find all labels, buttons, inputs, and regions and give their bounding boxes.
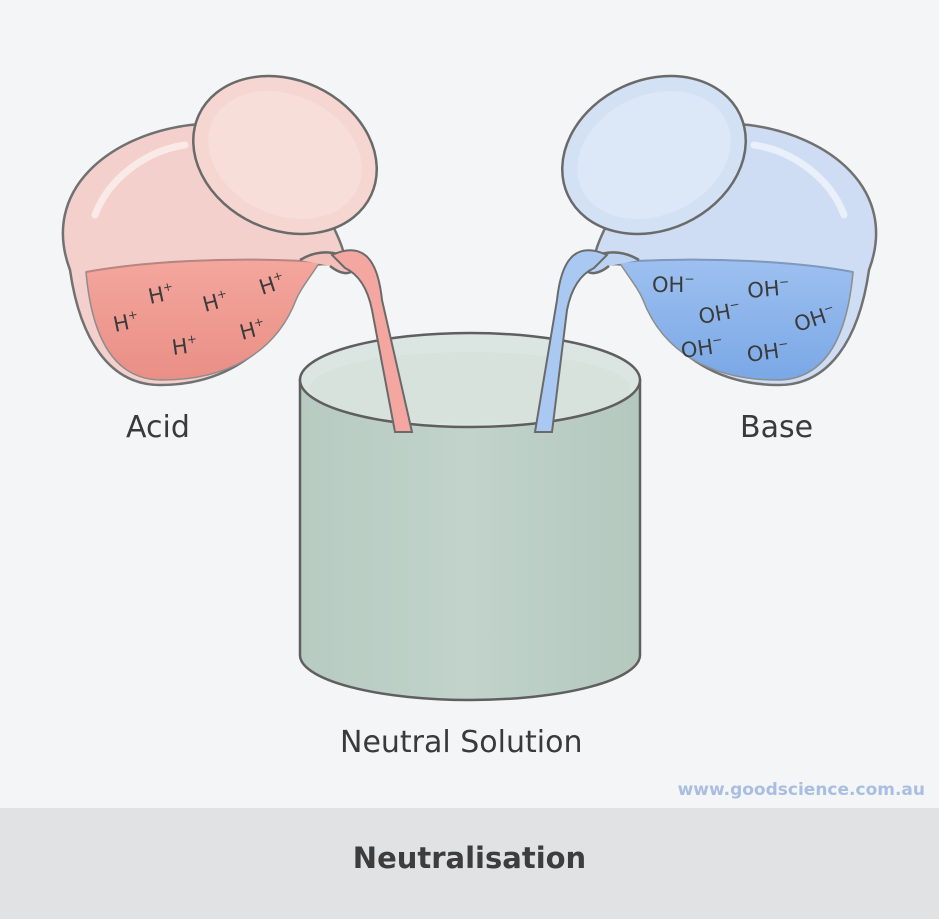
h-ion: H+ xyxy=(200,286,231,317)
acid-label: Acid xyxy=(126,410,190,445)
h-ion: H+ xyxy=(170,332,199,360)
oh-ion: OH− xyxy=(697,297,743,329)
svg-text:H+: H+ xyxy=(111,307,141,337)
h-ion: H+ xyxy=(237,314,268,345)
svg-text:OH−: OH− xyxy=(746,274,790,303)
svg-text:H+: H+ xyxy=(170,332,199,360)
h-ion: H+ xyxy=(256,268,288,300)
oh-ion: OH− xyxy=(746,274,790,303)
footer-title: Neutralisation xyxy=(352,841,587,875)
neutral-solution-label: Neutral Solution xyxy=(340,725,583,760)
oh-ion: OH− xyxy=(679,332,724,363)
oh-ion: OH− xyxy=(745,336,790,367)
acid-jug xyxy=(61,74,378,387)
svg-text:OH−: OH− xyxy=(652,272,694,297)
source-credit: www.goodscience.com.au xyxy=(677,780,925,800)
svg-text:H+: H+ xyxy=(200,286,231,317)
base-jug xyxy=(561,74,878,387)
base-ions: OH− OH− OH− OH− OH− OH− xyxy=(652,272,835,367)
base-label: Base xyxy=(740,410,814,445)
h-ion: H+ xyxy=(111,307,141,337)
acid-ions: H+ H+ H+ H+ H+ H+ xyxy=(111,268,288,360)
svg-text:OH−: OH− xyxy=(745,336,790,367)
svg-text:H+: H+ xyxy=(146,279,176,309)
acid-pour-stream xyxy=(330,249,414,433)
neutralisation-diagram: H+ H+ H+ H+ H+ H+ xyxy=(61,74,878,702)
neutral-solution-container xyxy=(298,331,642,702)
diagram-stage: H+ H+ H+ H+ H+ H+ xyxy=(61,74,925,800)
svg-text:H+: H+ xyxy=(237,314,268,345)
svg-text:OH−: OH− xyxy=(697,297,743,329)
footer-bar: Neutralisation xyxy=(0,808,939,919)
svg-text:H+: H+ xyxy=(256,268,288,300)
base-pour-stream xyxy=(533,249,609,433)
h-ion: H+ xyxy=(146,279,176,309)
svg-text:OH−: OH− xyxy=(679,332,724,363)
oh-ion: OH− xyxy=(652,272,694,297)
